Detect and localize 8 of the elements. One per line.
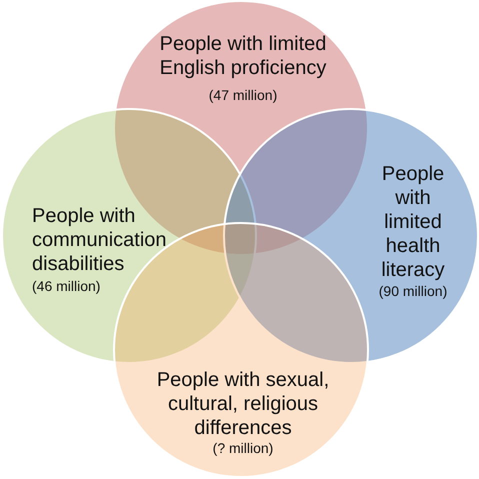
group-label: People with sexual, cultural, religious differences [156,368,330,440]
group-label: People with limited health literacy [380,162,446,282]
population-count: (46 million) [32,278,100,295]
population-count: (47 million) [208,87,278,104]
group-label: People with limited English proficiency [158,32,328,80]
group-label: People with communication disabilities [32,204,168,276]
population-count: (90 million) [378,283,448,300]
population-count: (? million) [212,440,274,457]
